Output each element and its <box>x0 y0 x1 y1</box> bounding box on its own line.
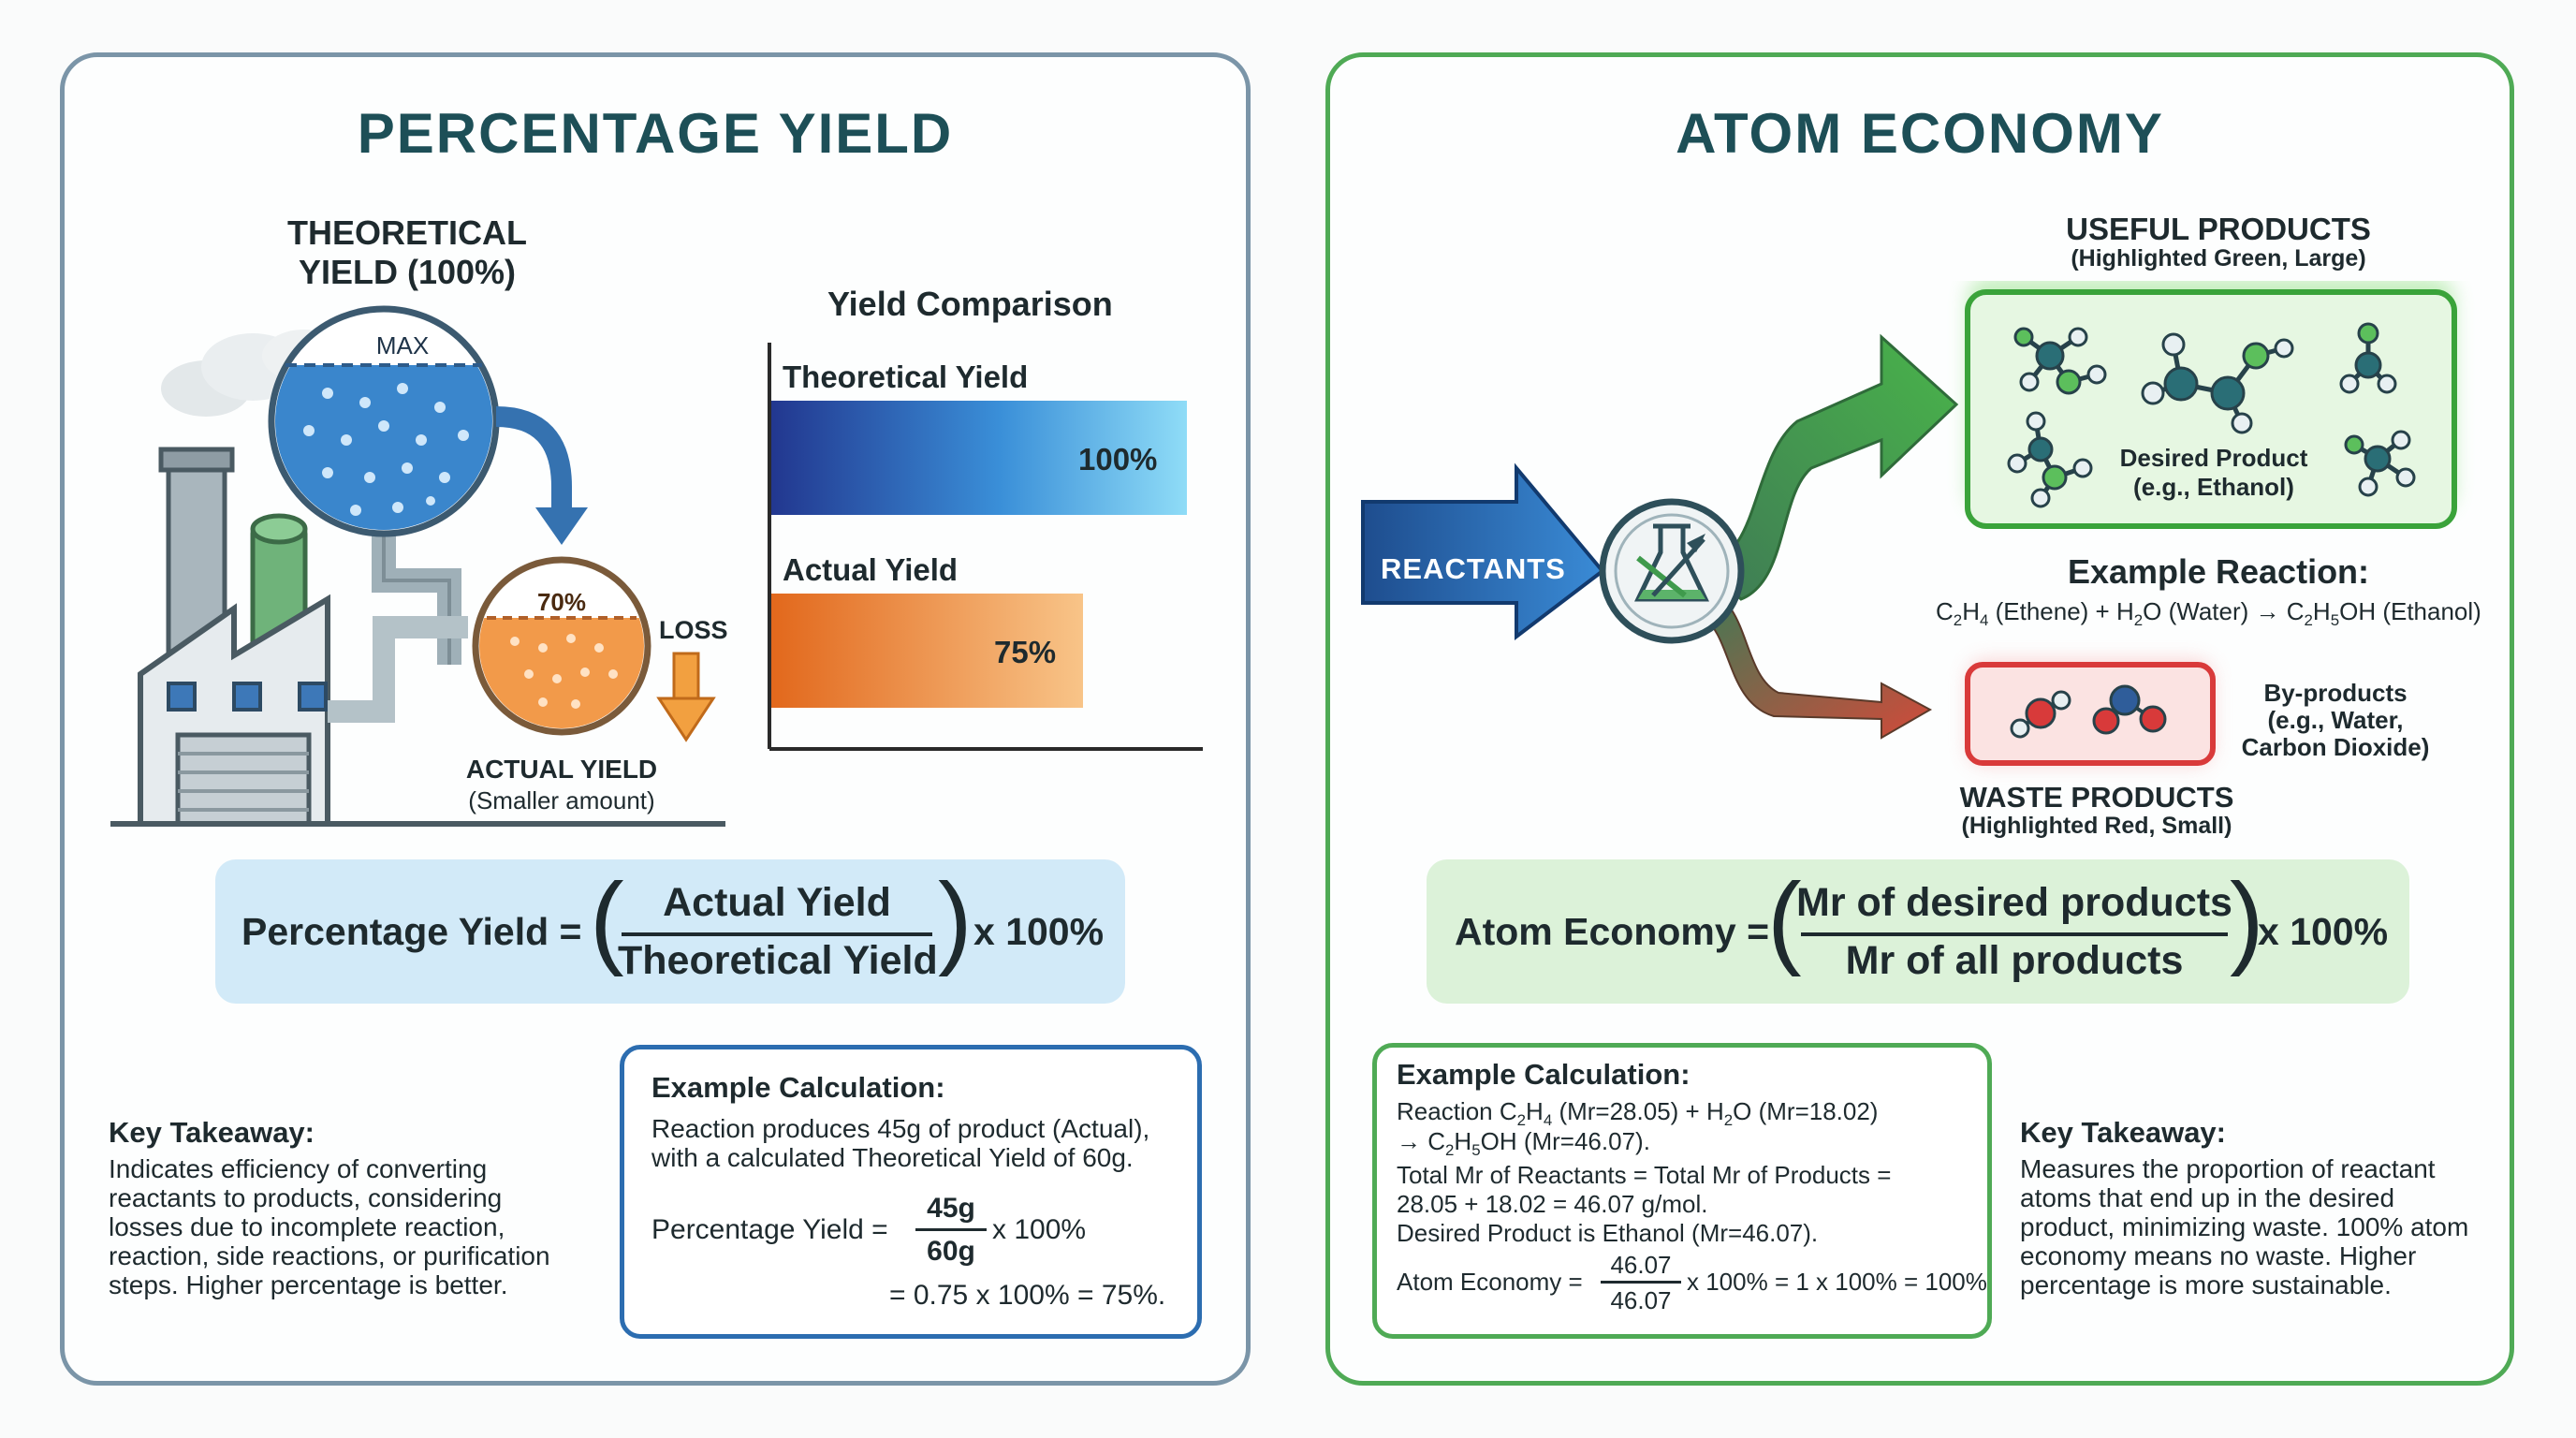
max-label: MAX <box>375 331 430 360</box>
ae-formula-denominator: Mr of all products <box>1845 938 2184 983</box>
right-example-line6: Desired Product is Ethanol (Mr=46.07). <box>1397 1219 1819 1247</box>
right-calc-fraction-line <box>1601 1281 1681 1284</box>
theoretical-bar-value: 100% <box>1078 442 1158 477</box>
right-takeaway-text: Measures the proportion of reactant atom… <box>2020 1154 2488 1299</box>
byproducts-label: By-products (e.g., Water, Carbon Dioxide… <box>2237 680 2434 761</box>
example-reaction-title: Example Reaction: <box>2067 552 2370 591</box>
theoretical-label-line1: THEORETICAL <box>287 213 527 252</box>
left-example-heading: Example Calculation: <box>651 1071 945 1104</box>
desired-product-line1: Desired Product <box>2119 444 2308 472</box>
right-calc-rhs: x 100% = 1 x 100% = 100% <box>1687 1268 1987 1296</box>
reactants-label: REACTANTS <box>1381 552 1566 585</box>
ae-formula-open-paren: ( <box>1767 862 1802 977</box>
waste-products-title: WASTE PRODUCTS <box>1959 781 2234 814</box>
right-example-box <box>1372 1043 1992 1339</box>
actual-percent-label: 70% <box>536 588 587 616</box>
example-reaction-equation: C2H4 (Ethene) + H2O (Water) → C2H5OH (Et… <box>1936 597 2481 630</box>
waste-products-sub: (Highlighted Red, Small) <box>1961 813 2232 839</box>
useful-products-sub: (Highlighted Green, Large) <box>2071 245 2366 271</box>
left-calc-numerator: 45g <box>927 1193 975 1224</box>
formula-close-paren: ) <box>938 862 973 977</box>
right-example-line1: Reaction C2H4 (Mr=28.05) + H2O (Mr=18.02… <box>1397 1097 1879 1130</box>
right-example-line4: Total Mr of Reactants = Total Mr of Prod… <box>1397 1161 1892 1189</box>
formula-denominator: Theoretical Yield <box>618 938 938 983</box>
desired-product-label: Desired Product (e.g., Ethanol) <box>2087 444 2340 502</box>
reaction-flow-diagram <box>1361 281 2457 766</box>
actual-bar-label: Actual Yield <box>783 552 959 587</box>
theoretical-yield-bar <box>771 401 1187 515</box>
left-calc-rhs: x 100% <box>992 1214 1087 1245</box>
theoretical-yield-label: THEORETICAL YIELD (100%) <box>271 213 543 292</box>
takeaway-line: reaction, side reactions, or purificatio… <box>109 1241 550 1270</box>
actual-yield-label: ACTUAL YIELD <box>465 755 658 784</box>
yield-chart <box>768 343 1203 751</box>
ae-formula-fraction-line <box>1801 932 2228 936</box>
right-example-heading: Example Calculation: <box>1397 1058 1690 1091</box>
takeaway-line: Indicates efficiency of converting <box>109 1154 488 1183</box>
takeaway-line: atoms that end up in the desired <box>2020 1183 2395 1212</box>
right-example-line2: → C2H5OH (Mr=46.07). <box>1397 1127 1650 1160</box>
ae-formula-numerator: Mr of desired products <box>1796 880 2232 925</box>
byproducts-line3: Carbon Dioxide) <box>2241 733 2430 761</box>
actual-yield-bar <box>771 594 1083 708</box>
takeaway-line: Measures the proportion of reactant <box>2020 1154 2436 1183</box>
formula-rhs: x 100% <box>973 910 1105 953</box>
takeaway-line: reactants to products, considering <box>109 1183 503 1212</box>
percentage-yield-title: PERCENTAGE YIELD <box>357 102 954 165</box>
right-calc-denominator: 46.07 <box>1610 1286 1672 1314</box>
right-calc-lhs: Atom Economy = <box>1397 1268 1583 1296</box>
formula-open-paren: ( <box>590 862 624 977</box>
formula-numerator: Actual Yield <box>663 880 891 925</box>
byproducts-line1: By-products <box>2263 679 2408 707</box>
left-takeaway-heading: Key Takeaway: <box>109 1116 315 1149</box>
left-takeaway-text: Indicates efficiency of converting react… <box>109 1154 633 1299</box>
factory-icon <box>110 305 725 827</box>
left-calc-lhs: Percentage Yield = <box>651 1214 888 1245</box>
useful-products-title: USEFUL PRODUCTS <box>2066 212 2371 246</box>
left-calc-fraction-line <box>915 1228 987 1231</box>
ae-formula-rhs: x 100% <box>2258 910 2389 953</box>
left-calc-result: = 0.75 x 100% = 75%. <box>889 1280 1166 1311</box>
formula-fraction-line <box>622 932 932 936</box>
ae-formula-lhs: Atom Economy = <box>1455 910 1770 953</box>
right-example-line5: 28.05 + 18.02 = 46.07 g/mol. <box>1397 1190 1708 1218</box>
formula-lhs: Percentage Yield = <box>242 910 582 953</box>
left-example-line1: Reaction produces 45g of product (Actual… <box>651 1114 1150 1143</box>
byproducts-line2: (e.g., Water, <box>2267 706 2404 734</box>
takeaway-line: steps. Higher percentage is better. <box>109 1270 508 1299</box>
atom-economy-formula <box>1427 859 2409 1004</box>
takeaway-line: percentage is more sustainable. <box>2020 1270 2392 1299</box>
left-example-line2: with a calculated Theoretical Yield of 6… <box>651 1143 1134 1172</box>
left-example-box <box>620 1045 1202 1339</box>
percentage-yield-formula <box>215 859 1125 1004</box>
right-calc-numerator: 46.07 <box>1610 1251 1672 1279</box>
actual-yield-sublabel: (Smaller amount) <box>468 786 655 814</box>
left-calc-denominator: 60g <box>927 1236 975 1267</box>
ae-formula-close-paren: ) <box>2230 862 2264 977</box>
takeaway-line: product, minimizing waste. 100% atom <box>2020 1212 2469 1241</box>
loss-label: LOSS <box>659 616 728 644</box>
takeaway-line: losses due to incomplete reaction, <box>109 1212 505 1241</box>
theoretical-label-line2: YIELD (100%) <box>298 253 517 291</box>
atom-economy-title: ATOM ECONOMY <box>1676 102 2164 165</box>
actual-bar-value: 75% <box>994 635 1057 669</box>
yield-chart-title: Yield Comparison <box>827 285 1113 323</box>
right-takeaway-heading: Key Takeaway: <box>2020 1116 2226 1149</box>
takeaway-line: economy means no waste. Higher <box>2020 1241 2417 1270</box>
desired-product-line2: (e.g., Ethanol) <box>2133 473 2294 501</box>
theoretical-bar-label: Theoretical Yield <box>783 360 1029 394</box>
